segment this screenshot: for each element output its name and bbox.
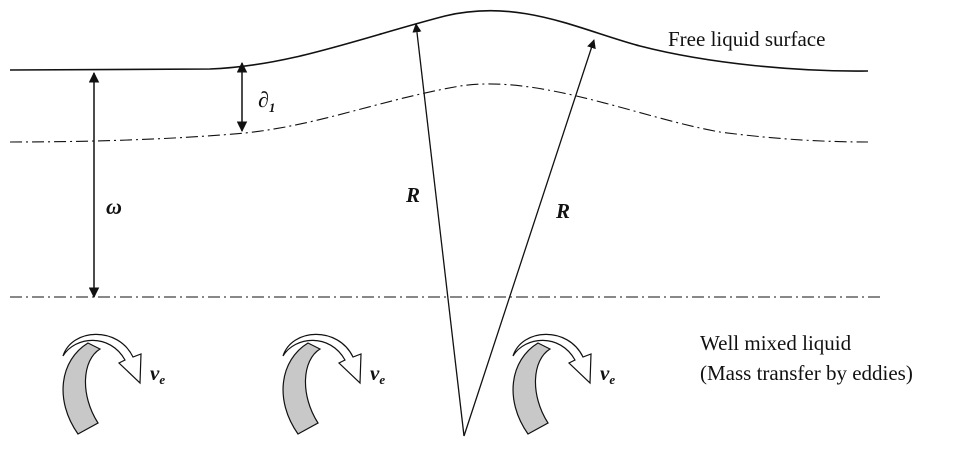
radius-label-right: R [555,199,570,223]
film-thickness-label: ∂1 [258,87,275,115]
radius-vector-left [412,23,465,437]
eddy-velocity-label: ve [370,361,385,387]
free-surface-line [9,9,869,72]
eddy-arrow-icon [62,333,142,435]
eddy-2: ve [282,333,385,435]
free-surface-label: Free liquid surface [668,27,825,51]
film-boundary-line [9,83,869,143]
radius-vector-right [463,39,596,437]
mass-transfer-label: (Mass transfer by eddies) [700,361,913,385]
radius-label-left: R [405,183,420,207]
eddy-arrow-icon [282,333,362,435]
eddy-1: ve [62,333,165,435]
eddy-arrow-icon [512,333,592,435]
eddy-velocity-label: ve [600,361,615,387]
omega-label: ω [106,194,122,219]
eddy-3: ve [512,333,615,435]
eddy-velocity-label: ve [150,361,165,387]
well-mixed-label: Well mixed liquid [700,331,852,355]
